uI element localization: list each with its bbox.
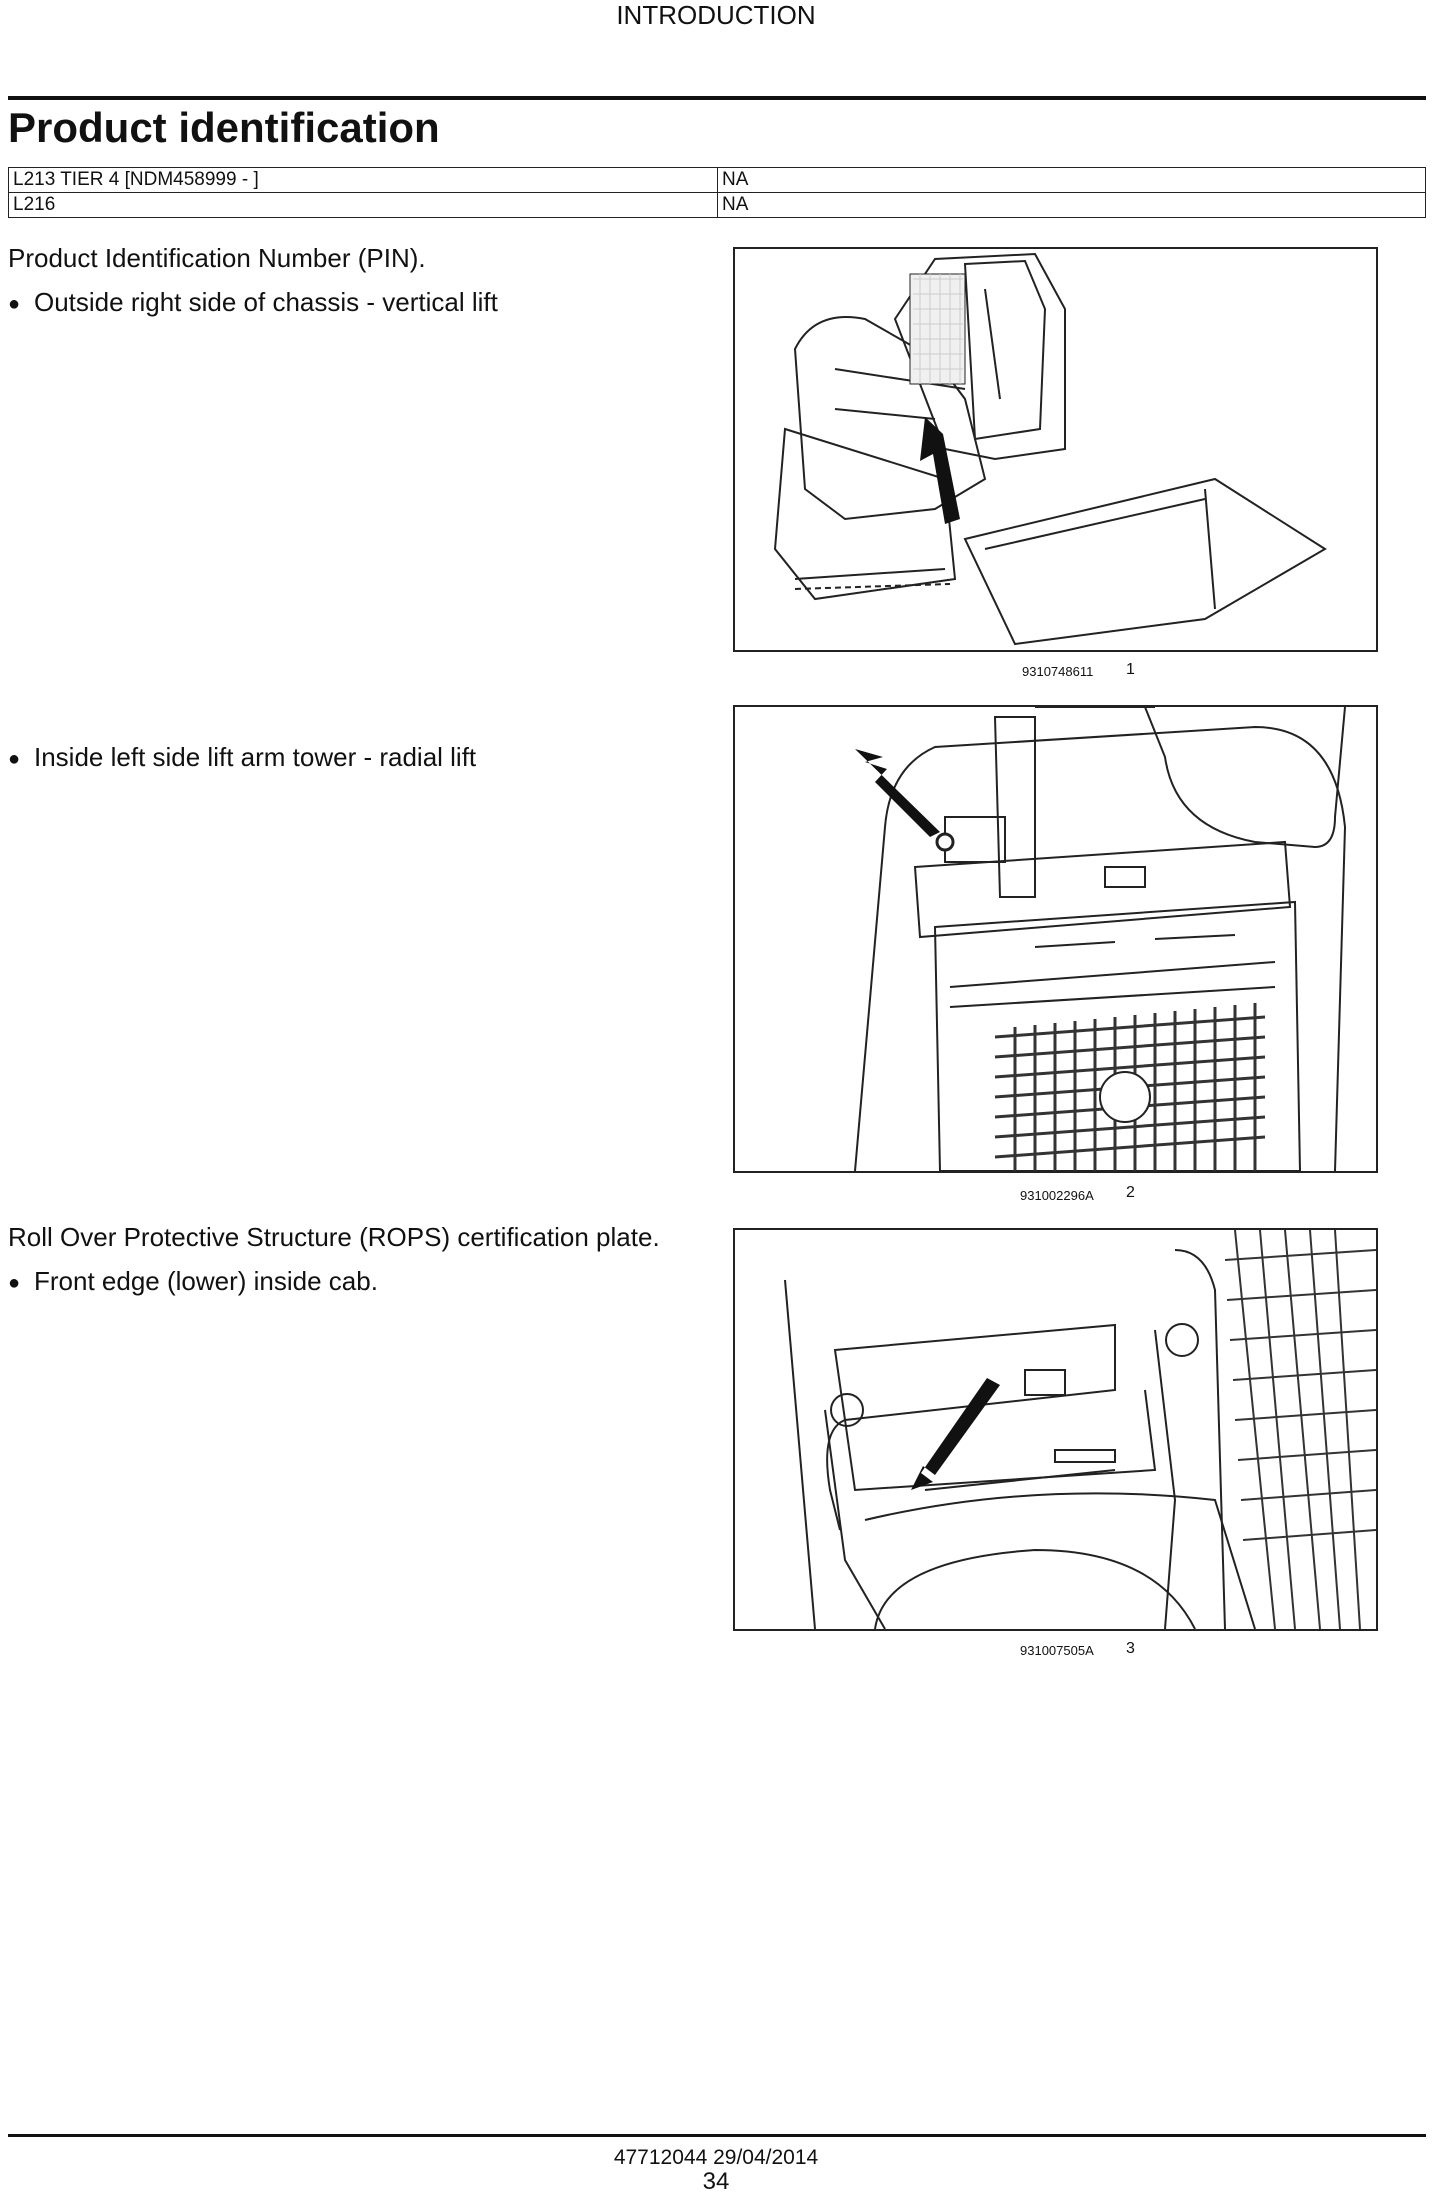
footer-rule — [8, 2134, 1426, 2137]
running-header: INTRODUCTION — [616, 0, 816, 30]
bullet-icon: ● — [8, 1271, 21, 1294]
figure-code: 931007505A — [1020, 1643, 1094, 1658]
figure-number: 1 — [1126, 661, 1135, 678]
value-cell: NA — [717, 167, 1426, 193]
figure-2 — [733, 705, 1378, 1173]
bullet-text: Outside right side of chassis - vertical… — [34, 287, 498, 317]
bullet-item: ● Front edge (lower) inside cab. — [8, 1266, 378, 1297]
value-cell: NA — [717, 192, 1426, 218]
bullet-text: Inside left side lift arm tower - radial… — [34, 742, 477, 772]
figure-code: 931002296A — [1020, 1188, 1094, 1203]
bullet-icon: ● — [8, 747, 21, 770]
figure-1 — [733, 247, 1378, 652]
page-number: 34 — [702, 2168, 730, 2195]
footer-doc-id: 47712044 29/04/2014 — [613, 2146, 819, 2169]
page-title: Product identification — [8, 104, 440, 151]
figure-number: 2 — [1126, 1184, 1135, 1201]
figure-3 — [733, 1228, 1378, 1631]
table-row: L216 NA — [8, 192, 1426, 218]
table-row: L213 TIER 4 [NDM458999 - ] NA — [8, 167, 1426, 193]
pin-heading: Product Identification Number (PIN). — [8, 243, 426, 273]
bullet-item: ● Outside right side of chassis - vertica… — [8, 287, 498, 318]
bullet-icon: ● — [8, 292, 21, 315]
lift-arm-tower-illustration-icon — [854, 707, 1347, 1171]
header-rule — [8, 96, 1426, 100]
figure-code: 9310748611 — [1022, 664, 1094, 679]
figure-number: 3 — [1126, 1640, 1135, 1657]
rops-heading: Roll Over Protective Structure (ROPS) ce… — [8, 1222, 660, 1252]
model-table: L213 TIER 4 [NDM458999 - ] NA L216 NA — [8, 167, 1426, 218]
bullet-text: Front edge (lower) inside cab. — [34, 1266, 378, 1296]
model-cell: L216 — [8, 192, 718, 218]
cab-interior-illustration-icon — [784, 1230, 1376, 1629]
model-cell: L213 TIER 4 [NDM458999 - ] — [8, 167, 718, 193]
skid-steer-loader-illustration-icon — [773, 252, 1327, 646]
bullet-item: ● Inside left side lift arm tower - radia… — [8, 742, 476, 773]
